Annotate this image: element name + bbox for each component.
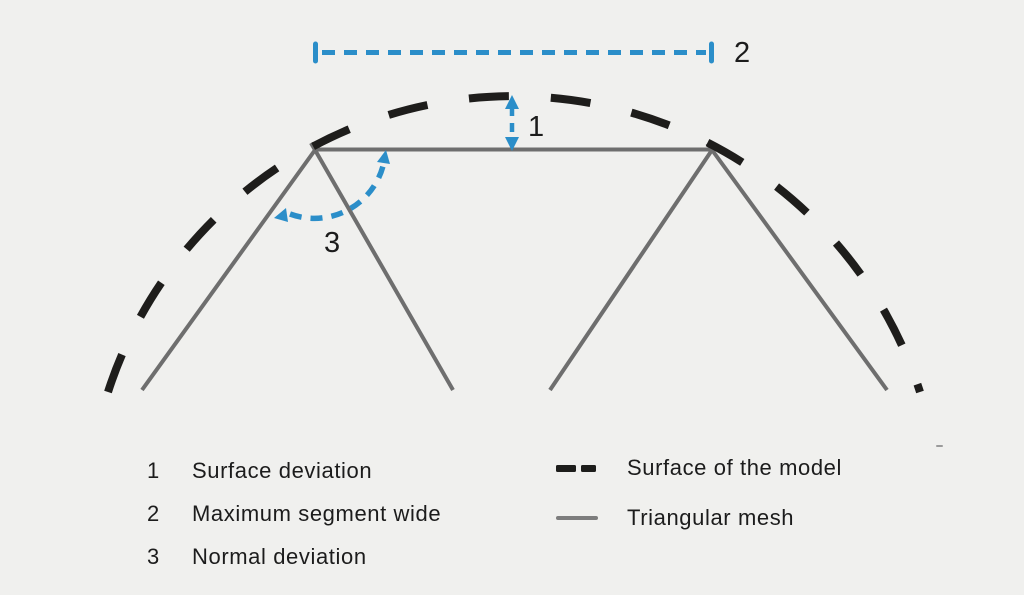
mesh-leg-left-outer: [140, 142, 322, 392]
callout-item-label: Surface deviation: [192, 458, 373, 483]
callout-item-label: Normal deviation: [192, 544, 367, 569]
arrow-up-icon: [505, 95, 519, 109]
legend-item-label: Triangular mesh: [627, 505, 795, 530]
solid-line-swatch-icon: [556, 515, 598, 521]
surface-deviation-arrow: [505, 95, 519, 151]
callout-item-label: Maximum segment wide: [192, 501, 442, 526]
callout-number-2: 2: [734, 37, 750, 69]
deviation-arc-dashed: [289, 165, 386, 222]
callout-list-item: 3 Normal deviation: [147, 544, 441, 570]
arrow-down-icon: [505, 137, 519, 151]
arrow-left-icon: [274, 208, 288, 222]
mesh-leg-right-outer: [705, 142, 889, 392]
callout-item-number: 3: [147, 544, 160, 569]
callout-number-3: 3: [324, 227, 340, 259]
triangular-mesh-lines: [140, 142, 889, 392]
legend-item: Triangular mesh: [556, 502, 842, 534]
callout-item-number: 2: [147, 501, 160, 526]
arrow-up-right-icon: [377, 150, 390, 164]
callout-list-item: 2 Maximum segment wide: [147, 501, 441, 527]
normal-deviation-arrow: [274, 150, 390, 222]
line-legend: Surface of the model Triangular mesh: [556, 452, 842, 552]
callout-number-1: 1: [528, 111, 544, 143]
mesh-leg-left-inner: [309, 142, 455, 391]
max-segment-dimension: [313, 41, 714, 64]
callout-item-number: 1: [147, 458, 160, 483]
callout-list-item: 1 Surface deviation: [147, 458, 441, 484]
mesh-leg-right-inner: [548, 142, 719, 392]
model-surface-curve: [104, 92, 924, 394]
legend-item-label: Surface of the model: [627, 455, 843, 480]
callout-list: 1 Surface deviation 2 Maximum segment wi…: [147, 458, 441, 587]
stray-mark: [936, 445, 943, 447]
dashed-line-swatch-icon: [556, 464, 598, 472]
legend-item: Surface of the model: [556, 452, 842, 484]
